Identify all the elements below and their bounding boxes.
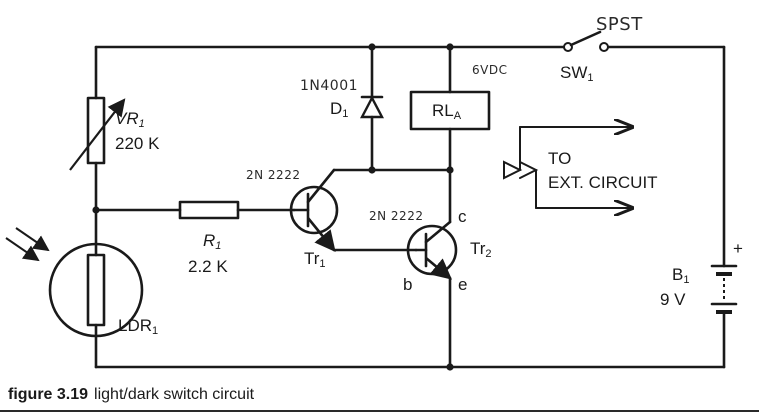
sw1-spst-switch	[563, 30, 609, 52]
ext-circuit-label-to: TO	[548, 149, 572, 168]
tr2-label: Tr2	[470, 239, 492, 261]
figure-number: figure 3.19	[8, 386, 89, 403]
r1-value: 2.2 K	[188, 257, 228, 276]
vr1-label: VR1	[115, 109, 145, 131]
tr2-base-label: b	[403, 275, 413, 294]
caption-rule	[0, 410, 759, 412]
junction-dot	[446, 363, 454, 371]
rla-relay-coil	[409, 43, 491, 172]
sw1-label: SW1	[560, 63, 594, 85]
figure-title: light/dark switch circuit	[94, 386, 255, 403]
ext-circuit-label: EXT. CIRCUIT	[548, 173, 658, 192]
vr1-value: 220 K	[115, 134, 160, 153]
b1-value: 9 V	[660, 290, 686, 309]
r1-label: R1	[203, 231, 222, 253]
b1-battery	[710, 264, 738, 314]
d1-part-number: 1N4001	[300, 78, 359, 94]
tr2-emitter-label: e	[458, 275, 468, 294]
ldr1-label: LDR1	[118, 316, 159, 338]
r1-resistor	[178, 200, 296, 220]
tr2-collector-label: c	[458, 207, 467, 226]
rla-label: RLA	[432, 101, 462, 123]
tr1-part-number: 2N 2222	[246, 168, 301, 182]
vr1-variable-resistor	[69, 96, 126, 171]
tr1-transistor	[289, 168, 339, 253]
tr2-part-number: 2N 2222	[369, 209, 424, 223]
figure-caption: figure 3.19 light/dark switch circuit	[8, 386, 254, 410]
b1-label: B1	[672, 265, 690, 287]
relay-contacts	[503, 127, 632, 208]
d1-label: D1	[330, 99, 349, 121]
ldr1-light-dependent-resistor	[5, 227, 144, 338]
tr2-transistor	[406, 220, 458, 280]
relay-voltage-note: 6VDC	[472, 63, 508, 77]
tr1-label: Tr1	[304, 249, 326, 271]
sw1-type-note: SPST	[596, 14, 643, 35]
d1-diode	[360, 43, 384, 172]
b1-plus-sign: +	[733, 239, 743, 258]
